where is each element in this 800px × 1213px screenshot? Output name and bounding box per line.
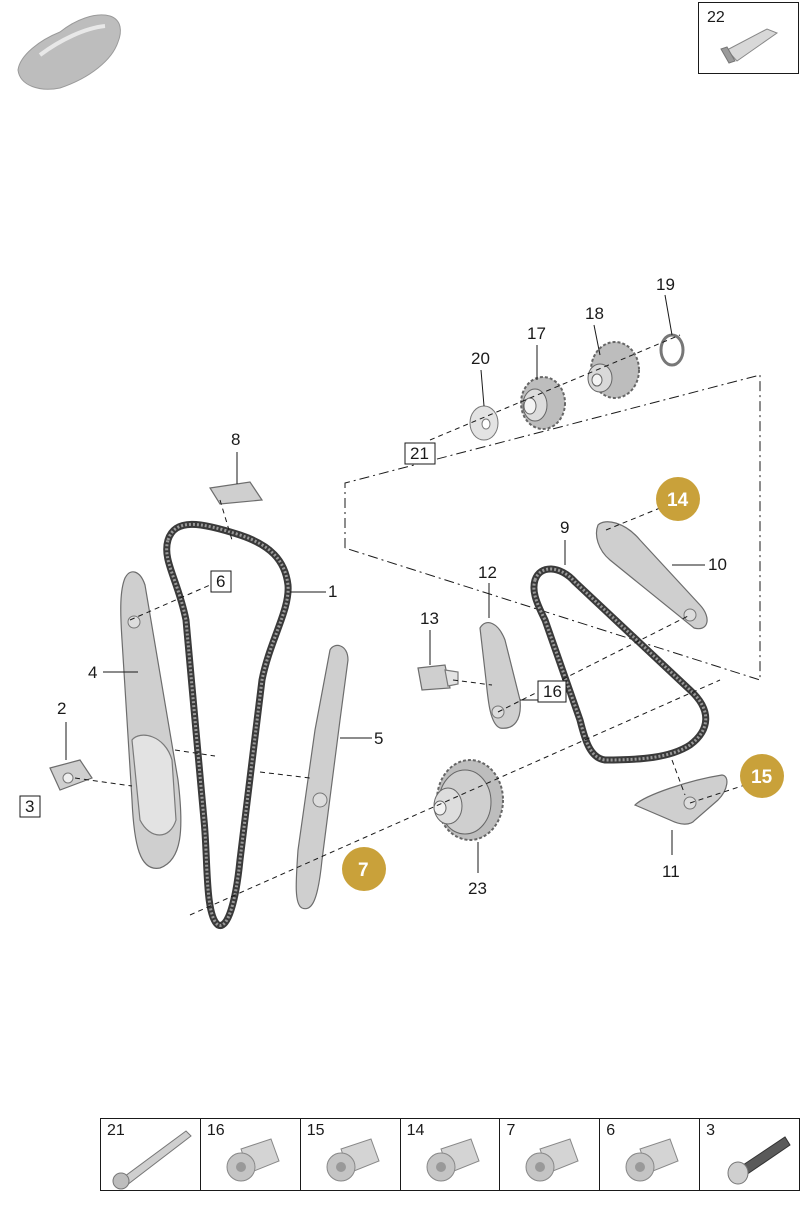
callout-17: 17 <box>527 324 546 343</box>
callout-14-badge: 14 <box>656 477 700 521</box>
callout-1: 1 <box>328 582 337 601</box>
torx-bolt-icon <box>426 1138 480 1182</box>
upper-chain-guide <box>209 481 264 505</box>
strip-number: 21 <box>107 1122 125 1139</box>
callout-13: 13 <box>420 609 439 628</box>
strip-number: 14 <box>406 1122 425 1139</box>
callout-12: 12 <box>478 563 497 582</box>
car-silhouette-icon <box>17 14 121 90</box>
callout-2: 2 <box>57 699 66 718</box>
intermediate-gear <box>433 759 504 841</box>
fastener-parts-strip: 21 16 15 14 7 <box>100 1118 800 1191</box>
strip-number: 7 <box>506 1122 516 1139</box>
assembly-lines <box>74 334 746 916</box>
bearing-bolt <box>417 664 459 691</box>
callout-16: 16 <box>543 682 562 701</box>
callout-16-box: 16 <box>537 680 567 703</box>
small-tensioner-rail <box>479 622 521 729</box>
strip-cell-21: 21 <box>101 1119 201 1190</box>
sealant-tube-box: 22 <box>698 2 799 74</box>
strip-number: 16 <box>206 1122 225 1139</box>
strip-number: 6 <box>606 1122 616 1139</box>
guide-rail <box>295 644 349 910</box>
callout-5: 5 <box>374 729 383 748</box>
torx-bolt-icon <box>625 1138 679 1182</box>
callout-4: 4 <box>88 663 97 682</box>
long-bolt-icon <box>112 1130 192 1190</box>
callout-11: 11 <box>662 862 680 881</box>
chain-tensioner <box>49 759 93 791</box>
guide-rail-bolt <box>312 792 328 808</box>
callout-8: 8 <box>231 430 240 449</box>
strip-cell-6: 6 <box>600 1119 701 1190</box>
callout-18: 18 <box>585 304 604 323</box>
callout-6-box: 6 <box>210 570 232 593</box>
screw-icon <box>727 1136 791 1185</box>
callout-15: 15 <box>751 767 773 788</box>
timing-chain-secondary <box>530 565 710 764</box>
strip-number: 3 <box>706 1122 716 1139</box>
torx-bolt-icon <box>226 1138 280 1182</box>
tensioner-rail-body <box>131 734 177 836</box>
washer <box>469 405 499 441</box>
strip-number: 15 <box>306 1122 325 1139</box>
callout-7-badge: 7 <box>342 847 386 891</box>
lower-right-rail <box>633 774 728 825</box>
strip-cell-14: 14 <box>401 1119 501 1190</box>
callout-9: 9 <box>560 518 569 537</box>
timing-chain-main <box>163 520 292 929</box>
torx-bolt-icon <box>525 1138 580 1182</box>
callout-3-box: 3 <box>19 795 41 818</box>
right-guide-rail <box>595 521 708 630</box>
assembly-outline <box>344 374 761 681</box>
callout-6: 6 <box>216 572 225 591</box>
leader-lines <box>65 294 705 873</box>
tensioner-rail-pivot <box>127 615 141 629</box>
camshaft-sprocket <box>520 376 566 430</box>
right-rail-bolt <box>683 608 697 622</box>
callout-20: 20 <box>471 349 490 368</box>
callout-3: 3 <box>25 797 34 816</box>
sealant-tube-icon <box>720 28 779 64</box>
callout-14: 14 <box>667 490 689 511</box>
callout-21: 21 <box>410 444 429 463</box>
callout-15-badge: 15 <box>740 754 784 798</box>
drive-gear <box>587 341 640 399</box>
strip-cell-3: 3 <box>700 1119 799 1190</box>
callout-10: 10 <box>708 555 727 574</box>
strip-cell-15: 15 <box>301 1119 401 1190</box>
torx-bolt-icon <box>326 1138 380 1182</box>
strip-cell-7: 7 <box>500 1119 601 1190</box>
callout-19: 19 <box>656 275 675 294</box>
strip-cell-16: 16 <box>201 1119 301 1190</box>
tube-number: 22 <box>707 9 725 26</box>
sealing-ring <box>659 333 685 367</box>
callout-23: 23 <box>468 879 487 898</box>
callout-21-box: 21 <box>404 442 436 465</box>
callout-7: 7 <box>358 860 369 881</box>
